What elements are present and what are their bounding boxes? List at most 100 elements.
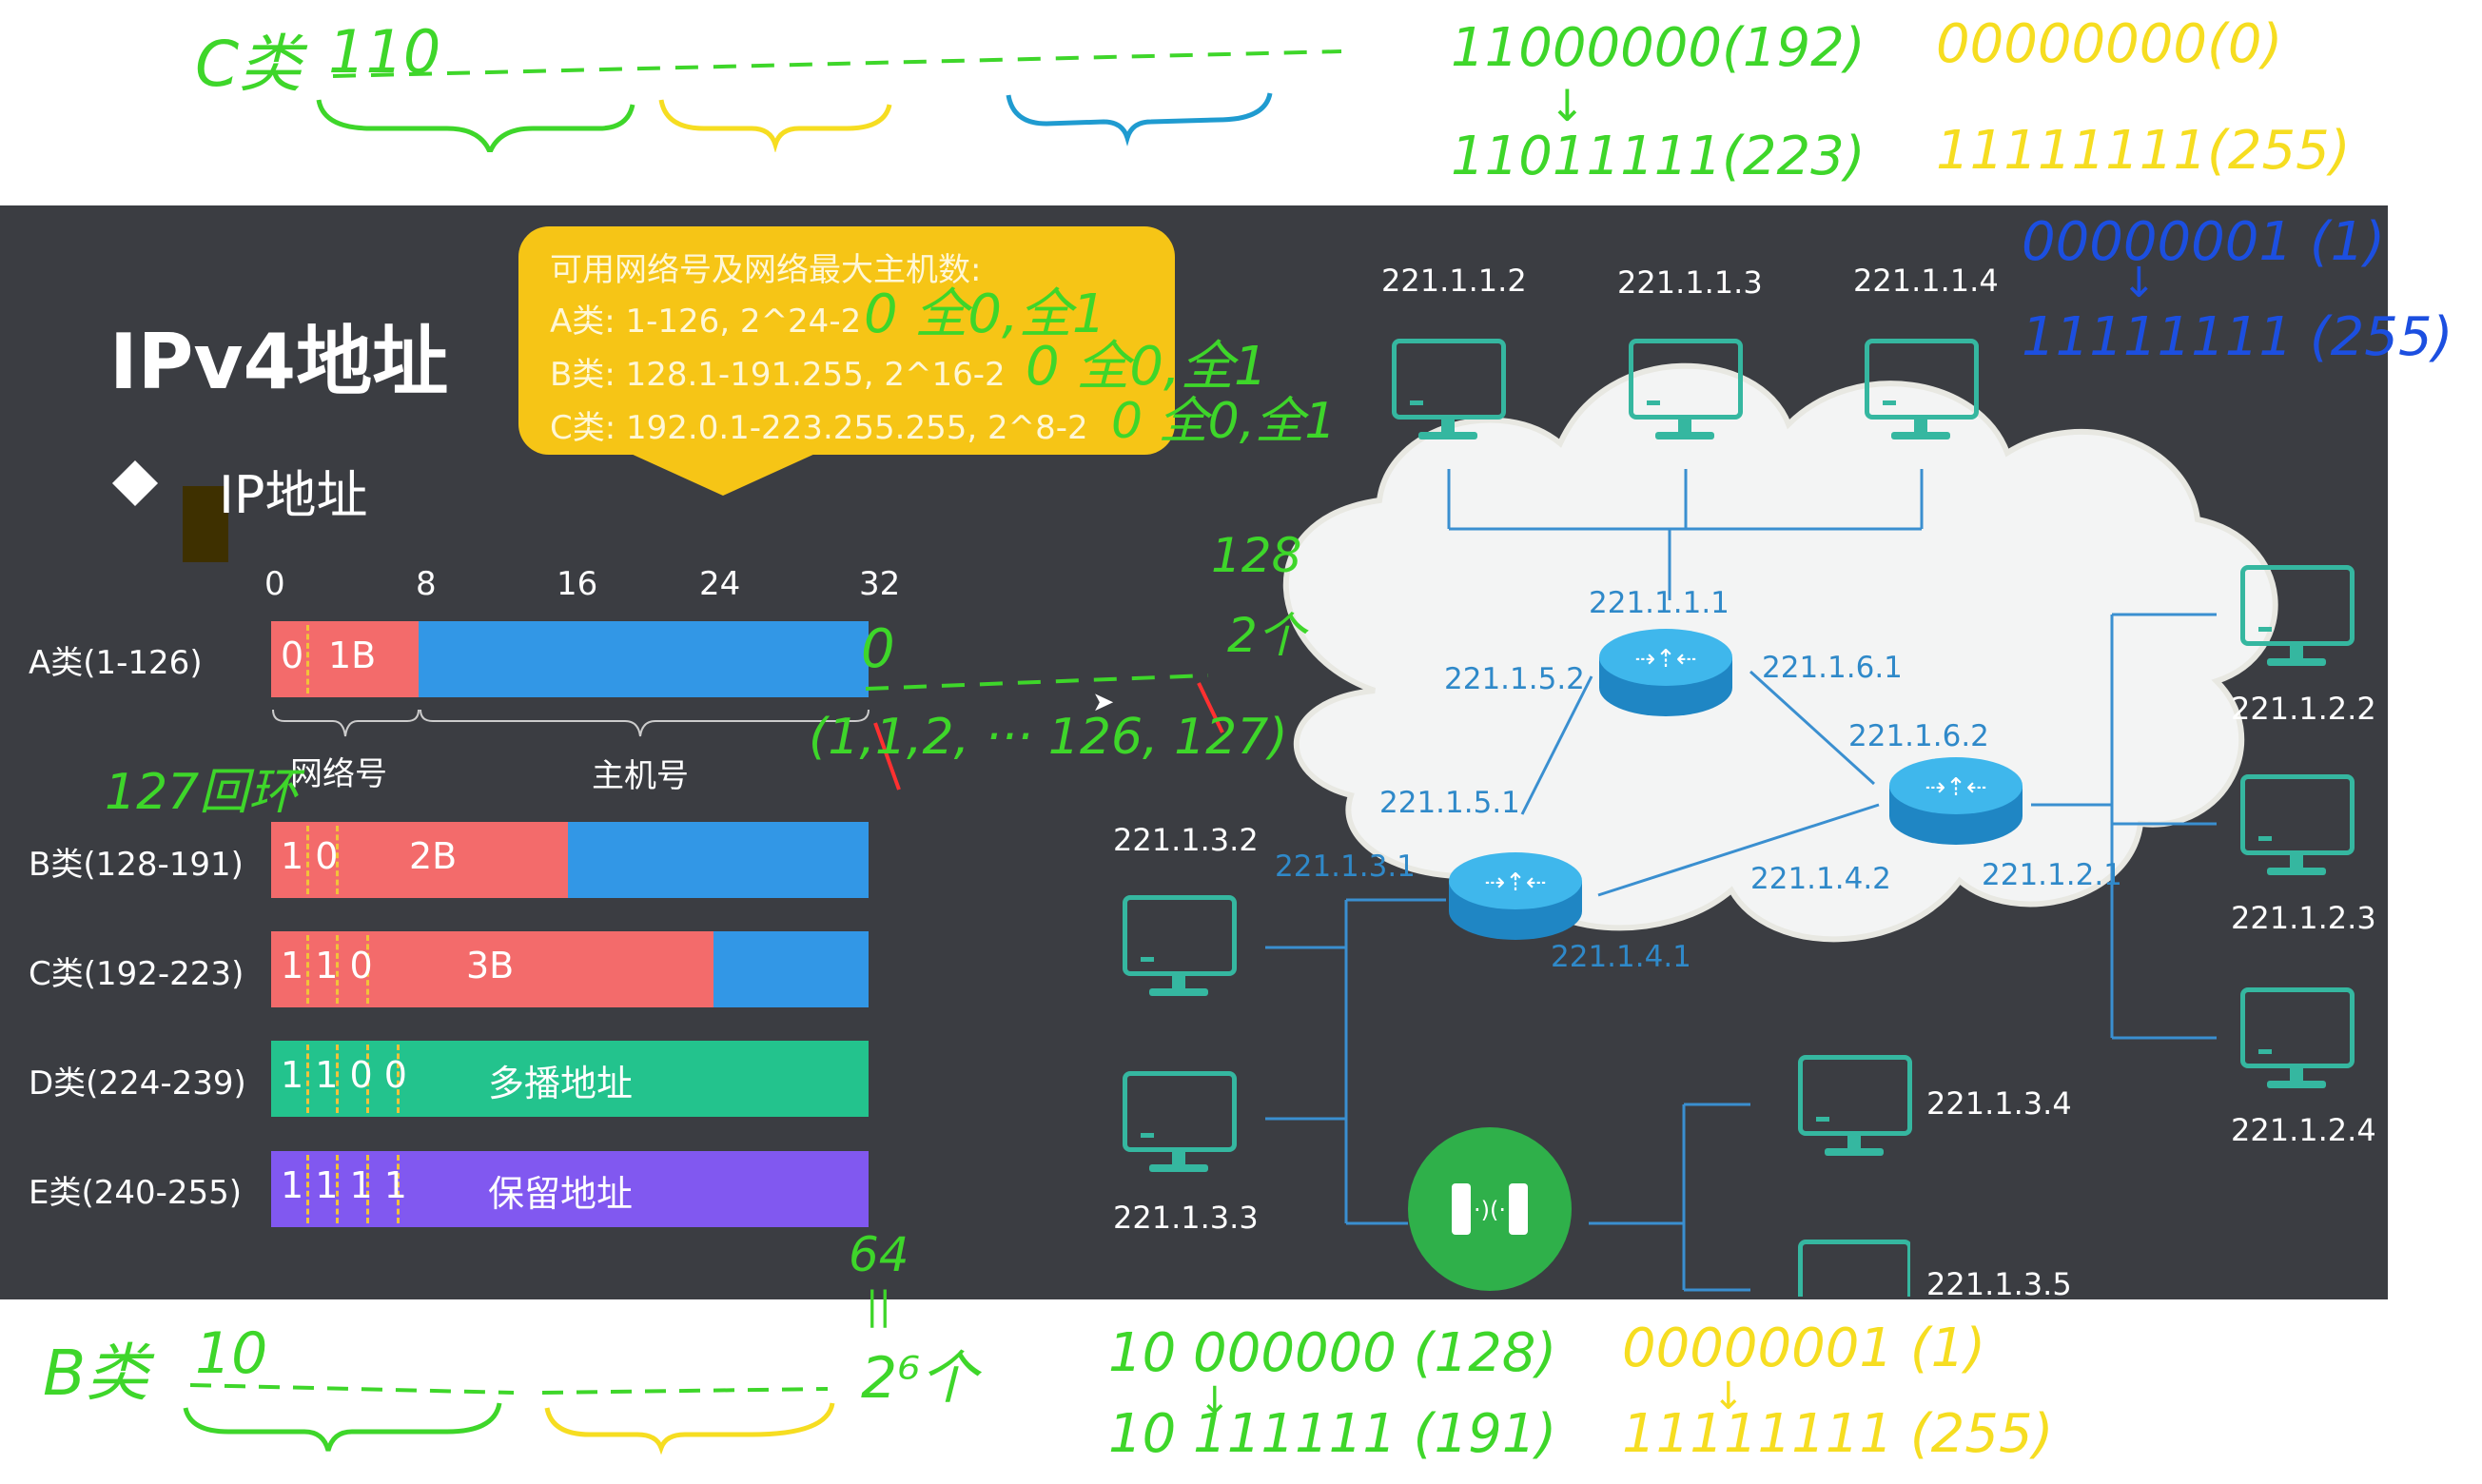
- tick-24: 24: [699, 565, 741, 603]
- network-number-label: 网络号: [290, 755, 387, 793]
- row-d-bits: 1 1 0 0: [281, 1054, 407, 1096]
- bullet-diamond-icon: [111, 459, 159, 507]
- ip-label: 221.1.1.1: [1589, 586, 1730, 620]
- annotation-b-arrow: ↓: [1199, 1379, 1231, 1423]
- row-a-bar: 0 1B: [271, 621, 869, 697]
- annotation-64-eq: ||: [866, 1284, 891, 1328]
- annotation-128: 128: [1211, 528, 1302, 583]
- annotation-loopback: 127回环: [105, 764, 299, 821]
- callout-b: B类: 128.1-191.255, 2^16-2: [550, 356, 1006, 394]
- row-d-text: 多播地址: [488, 1063, 634, 1104]
- row-a-label: A类(1-126): [29, 644, 203, 682]
- row-b-bits: 1 0: [281, 835, 339, 877]
- annotation-a-range: (1,1,2, ··· 126, 127): [809, 709, 1288, 766]
- tick-8: 8: [416, 565, 437, 603]
- annotation-zero-all-c: 0 全0,全1: [1111, 393, 1337, 450]
- ip-label: 221.1.5.1: [1379, 786, 1520, 820]
- pc-icon: [1123, 895, 1237, 1000]
- annotation-c-last: 11011111(223): [1451, 126, 1866, 187]
- cursor-mark: [183, 486, 228, 562]
- annotation-blue-min: 00000001 (1): [2022, 211, 2386, 273]
- callout-box: 可用网络号及网络最大主机数: A类: 1-126, 2^24-2 B类: 128…: [518, 226, 1175, 455]
- annotation-b-first: 10 000000 (128): [1108, 1322, 1557, 1384]
- annotation-c-class: C类: [195, 28, 303, 101]
- row-d-label: D类(224-239): [29, 1064, 246, 1103]
- ip-label: 221.1.2.1: [1982, 858, 2122, 892]
- callout-a: A类: 1-126, 2^24-2: [550, 303, 862, 341]
- mouse-pointer-icon: ➤: [1092, 686, 1115, 717]
- annotation-c-host-min: 00000000(0): [1936, 13, 2283, 75]
- row-c-bits: 1 1 0: [281, 945, 373, 986]
- row-c-text: 3B: [466, 945, 515, 986]
- ip-label: 221.1.2.3: [2231, 900, 2376, 936]
- router-icon: ⇢⇡⇠: [1888, 757, 2023, 852]
- row-e-text: 保留地址: [488, 1173, 634, 1215]
- pc-icon: [1798, 1055, 1912, 1160]
- ip-label: 221.1.1.3: [1617, 264, 1763, 301]
- row-e-bits: 1 1 1 1: [281, 1164, 407, 1206]
- network-diagram: ·)(·: [1265, 362, 2278, 1292]
- annotation-b-arrow-y: ↓: [1712, 1375, 1745, 1418]
- ip-label: 221.1.2.2: [2231, 691, 2376, 727]
- annotation-b-host-min: 00000001 (1): [1622, 1318, 1986, 1379]
- annotation-c-first: 11000000(192): [1451, 17, 1866, 79]
- annotation-a-zero: 0: [861, 618, 895, 680]
- row-b-bar: 1 0 2B: [271, 822, 869, 898]
- slide: IPv4地址 IP地址 可用网络号及网络最大主机数: A类: 1-126, 2^…: [0, 205, 2388, 1302]
- callout-pointer: [618, 448, 828, 496]
- tick-32: 32: [859, 565, 901, 603]
- row-a-text: 1B: [328, 635, 377, 676]
- pc-icon: [2240, 565, 2355, 670]
- pc-icon: [1865, 339, 1979, 443]
- ip-label: 221.1.3.1: [1275, 849, 1416, 884]
- annotation-blue-max: 11111111 (255): [2022, 306, 2453, 368]
- tick-16: 16: [557, 565, 598, 603]
- page-title: IPv4地址: [109, 318, 449, 406]
- annotation-zero-all-a: 0 全0,全1: [864, 283, 1106, 345]
- annotation-b-class: B类: [43, 1337, 149, 1410]
- ip-label: 221.1.3.2: [1113, 822, 1259, 858]
- row-c-bar: 1 1 0 3B: [271, 931, 869, 1007]
- ip-label: 221.1.2.4: [2231, 1112, 2376, 1148]
- ip-label: 221.1.6.1: [1762, 651, 1903, 685]
- annotation-b-host-max: 11111111 (255): [1622, 1403, 2054, 1465]
- row-e-label: E类(240-255): [29, 1174, 243, 1212]
- row-a-bits: 0: [281, 635, 304, 676]
- annotation-c-dashes: [316, 49, 1342, 152]
- annotation-64: 64: [849, 1227, 909, 1282]
- annotation-b-last: 10 111111 (191): [1108, 1403, 1557, 1465]
- annotation-blue-arrow: ↓: [2121, 259, 2157, 307]
- row-b-text: 2B: [409, 835, 458, 877]
- svg-text:⇢⇡⇠: ⇢⇡⇠: [1925, 773, 1986, 802]
- callout-c: C类: 192.0.1-223.255.255, 2^8-2: [550, 409, 1088, 447]
- annotation-b-dashes: [183, 1383, 835, 1455]
- svg-text:⇢⇡⇠: ⇢⇡⇠: [1484, 869, 1546, 897]
- annotation-zero-all-b: 0 全0,全1: [1026, 336, 1268, 398]
- ip-label: 221.1.5.2: [1444, 662, 1585, 696]
- tick-0: 0: [264, 565, 285, 603]
- svg-text:·)(·: ·)(·: [1474, 1197, 1506, 1223]
- ip-label: 221.1.4.2: [1750, 862, 1891, 896]
- pc-icon: [2240, 987, 2355, 1092]
- annotation-2-6-ge: 2⁶个: [861, 1345, 978, 1412]
- ip-label: 221.1.1.2: [1381, 263, 1527, 299]
- annotation-b-bits: 10: [195, 1320, 268, 1387]
- pc-icon: [1629, 339, 1743, 443]
- pc-icon: [1392, 339, 1506, 443]
- callout-heading: 可用网络号及网络最大主机数:: [550, 251, 982, 289]
- ip-label: 221.1.6.2: [1848, 719, 1989, 753]
- pc-icon: [1798, 1240, 1910, 1297]
- row-b-label: B类(128-191): [29, 846, 244, 884]
- network-host-brace: [272, 709, 870, 737]
- ip-label: 221.1.1.4: [1853, 263, 1999, 299]
- annotation-2-ge: 2个: [1227, 608, 1305, 663]
- ip-label: 221.1.3.3: [1113, 1200, 1259, 1236]
- section-title: IP地址: [219, 465, 368, 525]
- wireless-ap-icon: [1408, 1127, 1572, 1291]
- row-e-bar: 1 1 1 1 保留地址: [271, 1151, 869, 1227]
- pc-icon: [1123, 1071, 1237, 1176]
- host-number-label: 主机号: [592, 757, 689, 795]
- ip-label: 221.1.3.5: [1926, 1266, 2072, 1302]
- row-c-label: C类(192-223): [29, 955, 244, 993]
- router-icon: ⇢⇡⇠: [1598, 629, 1733, 724]
